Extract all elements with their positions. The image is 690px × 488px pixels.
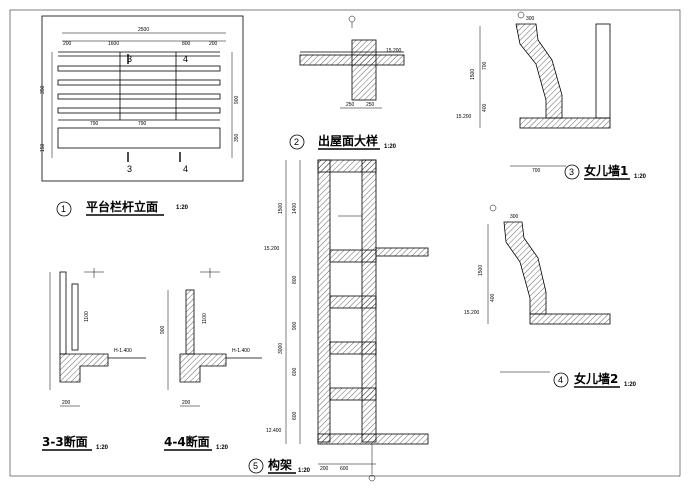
frame-drawing: 1500 1400 15.200 800 3000 900 600 600 12… (248, 159, 429, 482)
parapet-2-h1500: 1500 (478, 265, 484, 276)
dim-790-a: 790 (90, 121, 99, 127)
drawing-number-2: 2 (294, 137, 299, 147)
section-4-4-h1100: 1100 (202, 313, 208, 324)
section-3-3-drawing: 1100 H-1.400 200 3-3断面 1:20 (42, 268, 146, 451)
section-3-3-elev: H-1.400 (114, 348, 132, 354)
frame-h3000: 3000 (278, 343, 284, 354)
railing-elevation-title: 平台栏杆立面 (86, 199, 158, 214)
frame-h1400: 1400 (292, 203, 298, 214)
drawing-number-circle-5 (248, 458, 264, 474)
section-3-3-title: 3-3断面 (42, 434, 88, 449)
drawing-number-5: 5 (253, 461, 258, 471)
parapet-1-h700: 700 (482, 61, 488, 70)
parapet-1-title: 女儿墙1 (584, 163, 628, 178)
parapet-2-h400: 400 (490, 293, 496, 302)
railing-frame (41, 15, 244, 182)
section-mark-4-bottom: 4 (183, 164, 188, 174)
roof-slab (299, 54, 405, 66)
section-4-4-h900: 900 (160, 325, 166, 334)
drawing-number-circle-2 (289, 134, 305, 150)
parapet-2-elev: 15.200 (464, 310, 480, 316)
dim-350-right: 350 (234, 133, 240, 142)
section-mark-3-bottom: 3 (127, 164, 132, 174)
drawing-number-circle-4 (553, 372, 569, 388)
section-4-4-title: 4-4断面 (164, 434, 210, 449)
railing-elevation-scale: 1:20 (176, 205, 189, 211)
dim-200-left: 200 (63, 41, 72, 47)
section-mark-3-top: 3 (127, 54, 132, 64)
dim-1600: 1600 (108, 41, 119, 47)
section-4-4-curb (179, 353, 227, 383)
parapet-1-h400: 400 (482, 103, 488, 112)
section-4-4-drawing: 900 1100 H-1.400 200 4-4断面 1:20 (160, 268, 262, 451)
parapet-1-drawing: 1500 700 400 300 15.200 700 3 女儿墙1 1:20 (456, 11, 647, 180)
parapet-2-scale: 1:20 (624, 382, 637, 388)
drawing-number-3: 3 (569, 167, 574, 177)
frame-h600-b: 600 (292, 411, 298, 420)
parapet-1-slab (519, 117, 611, 129)
parapet-1-top: 300 (526, 16, 535, 22)
section-3-3-w200: 200 (62, 400, 71, 406)
parapet-2-profile (503, 221, 547, 315)
section-3-3-h1100: 1100 (84, 311, 90, 322)
section-mark-4-top: 4 (183, 54, 188, 64)
frame-w600: 600 (340, 466, 349, 472)
parapet-2-slab (529, 313, 611, 325)
drawing-number-circle-1 (56, 201, 72, 217)
section-4-4-elev: H-1.400 (232, 348, 250, 354)
dim-250-a: 250 (346, 102, 355, 108)
frame-h600-a: 600 (292, 367, 298, 376)
dim-2500: 2500 (138, 27, 149, 33)
roof-elev: 15.200 (386, 48, 402, 54)
section-4-4-w200: 200 (182, 400, 191, 406)
parapet-1-h1500: 1500 (470, 69, 476, 80)
dim-200-right: 200 (209, 41, 218, 47)
dim-250-b: 250 (366, 102, 375, 108)
frame-h1500: 1500 (278, 203, 284, 214)
parapet-1-elev: 15.200 (456, 114, 472, 120)
frame-elev-top: 15.200 (264, 246, 280, 252)
frame-w200: 200 (320, 466, 329, 472)
frame-outer-column (317, 159, 331, 443)
drawing-number-circle-3 (564, 164, 580, 180)
frame-scale: 1:20 (298, 468, 311, 474)
dim-900-right: 900 (234, 95, 240, 104)
section-4-4-scale: 1:20 (216, 445, 229, 451)
frame-h800: 800 (292, 275, 298, 284)
parapet-1-bottom: 700 (532, 168, 541, 174)
drawing-number-4: 4 (558, 375, 563, 385)
dim-150-left: 150 (40, 143, 46, 152)
frame-roof-slab (375, 247, 429, 257)
railing-elevation-drawing: 2500 1600 800 200 200 3 4 790 790 3 4 35… (40, 15, 244, 217)
frame-elev-bottom: 12.400 (266, 428, 282, 434)
roof-outlet-title: 出屋面大样 (318, 133, 378, 148)
parapet-1-profile (515, 23, 563, 119)
frame-title: 构架 (268, 457, 292, 472)
roof-outlet-detail-drawing: 15.200 250 250 2 出屋面大样 1:20 (289, 15, 405, 150)
drawing-number-1: 1 (61, 204, 66, 214)
sheet-border (9, 9, 681, 477)
dim-800: 800 (182, 41, 191, 47)
parapet-1-scale: 1:20 (634, 174, 647, 180)
parapet-2-top: 300 (510, 214, 519, 220)
section-3-3-curb (59, 353, 109, 383)
roof-column (351, 39, 377, 101)
parapet-2-drawing: 1500 400 300 15.200 4 女儿墙2 1:20 (464, 204, 637, 388)
parapet-2-title: 女儿墙2 (574, 371, 618, 386)
dim-350-left: 350 (40, 85, 46, 94)
dim-790-b: 790 (138, 121, 147, 127)
frame-h900: 900 (292, 321, 298, 330)
roof-outlet-scale: 1:20 (384, 144, 397, 150)
section-3-3-scale: 1:20 (96, 445, 109, 451)
